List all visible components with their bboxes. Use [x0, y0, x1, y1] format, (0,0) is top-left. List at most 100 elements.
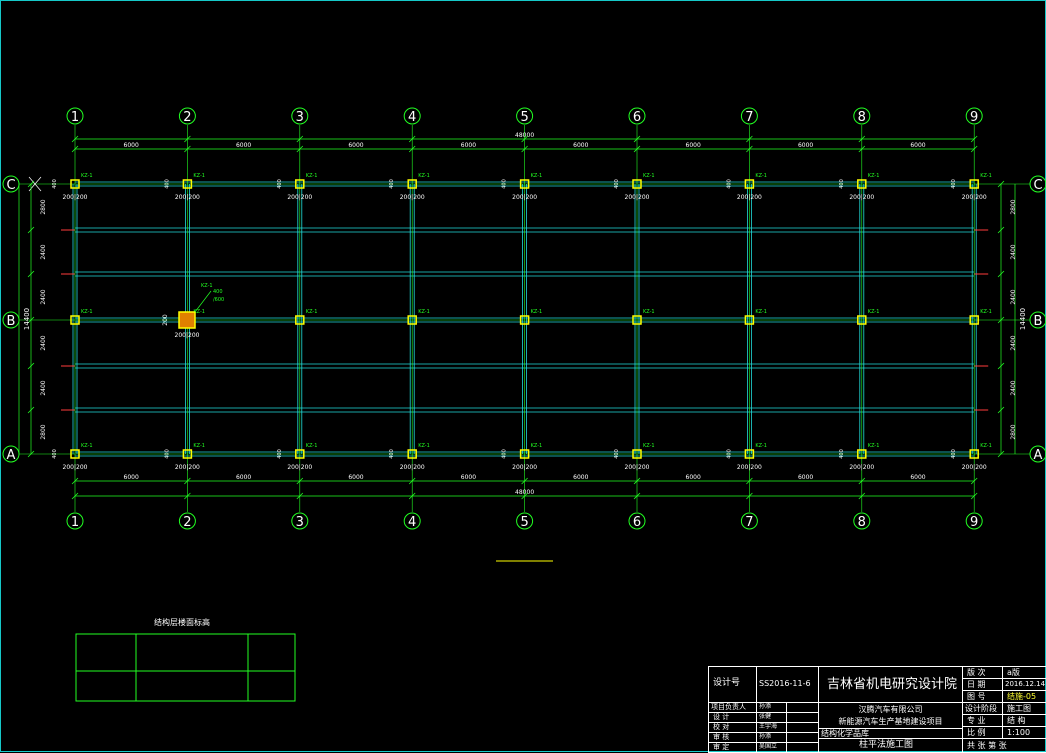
dim-span: 6000: [461, 142, 476, 149]
detail-size-h: 200|200: [175, 332, 200, 339]
dim-tick: [521, 477, 528, 485]
column-kz1: [70, 315, 80, 325]
dim-tick: [296, 135, 304, 143]
dim-tick: [521, 135, 528, 143]
dim-span: 6000: [348, 474, 363, 481]
axis-number: 9: [970, 110, 978, 125]
dim-tick: [858, 145, 866, 153]
axis-bubble: [516, 107, 534, 125]
dim-tick: [997, 316, 1005, 324]
scale-label: 比 例: [963, 727, 1003, 739]
axis-number: 8: [858, 515, 866, 530]
column-label: KZ-1: [980, 309, 992, 315]
dim-tick: [27, 180, 35, 188]
column-label: KZ-1: [980, 173, 992, 179]
column-label: KZ-1: [306, 309, 318, 315]
column-offset: 200|200: [400, 194, 425, 201]
dim-total: 48000: [515, 132, 534, 139]
column-section: 400: [277, 449, 283, 459]
detail-leader: [194, 290, 212, 313]
drawing-title: 柱平法施工图: [819, 739, 963, 752]
column-kz1: [857, 315, 867, 325]
role-check: 校 对: [709, 723, 757, 733]
column-kz1: [744, 449, 755, 459]
axis-bubble: [1029, 311, 1046, 329]
title-block: 设计号 SS2016-11-6 吉林省机电研究设计院 版 次 a版 日 期 20…: [708, 666, 1046, 753]
dim-tick: [997, 362, 1005, 370]
signature-4: [787, 733, 819, 743]
column-section: 400: [52, 449, 58, 459]
institute-name: 吉林省机电研究设计院: [819, 667, 963, 703]
elevation-table-title: 结构层楼面标高: [154, 617, 210, 627]
dim-tick: [970, 477, 978, 485]
dim-tick: [27, 450, 35, 458]
dim-span: 6000: [686, 474, 701, 481]
axis-bubble: [740, 107, 758, 125]
column-offset: 200|200: [175, 464, 200, 471]
column-offset: 200|200: [175, 194, 200, 201]
column-offset: 200|200: [63, 194, 88, 201]
column-section: 400: [389, 449, 395, 459]
axis-number: 7: [745, 110, 753, 125]
column-section: 400: [726, 449, 732, 459]
dim-span: 6000: [236, 142, 251, 149]
axis-number: 6: [633, 110, 641, 125]
signer-project-lead: 孙添: [757, 703, 787, 713]
column-kz1: [969, 449, 979, 459]
signer-approve: 吴国立: [757, 743, 787, 752]
dim-tick: [184, 477, 191, 485]
dim-bay: 2400: [1010, 244, 1017, 259]
dim-tick: [746, 492, 753, 500]
design-no: SS2016-11-6: [757, 667, 819, 703]
column-label: KZ-1: [193, 173, 205, 179]
column-label: KZ-1: [531, 173, 543, 179]
dim-tick: [27, 226, 35, 234]
dim-tick: [71, 135, 79, 143]
column-label: KZ-1: [81, 309, 93, 315]
column-label: KZ-1: [868, 443, 880, 449]
column-label: KZ-1: [755, 443, 767, 449]
axis-bubble: [1029, 445, 1046, 463]
column-kz1: [969, 315, 979, 325]
column-offset: 200|200: [287, 464, 312, 471]
dim-tick: [858, 477, 866, 485]
dim-bay: 2800: [40, 199, 47, 214]
dim-bay: 2800: [40, 424, 47, 439]
dim-tick: [71, 477, 79, 485]
dim-tick: [27, 406, 35, 414]
column-kz1: [182, 449, 193, 459]
column-kz1: [632, 449, 642, 459]
axis-bubble: [291, 512, 309, 530]
column-kz1: [857, 179, 867, 189]
dim-tick: [408, 477, 416, 485]
column-kz1: [70, 179, 80, 189]
signer-design: 张健: [757, 713, 787, 723]
dim-tick: [408, 492, 416, 500]
dim-tick: [184, 492, 191, 500]
column-label: KZ-1: [193, 443, 205, 449]
column-offset: 200|200: [625, 194, 650, 201]
axis-letter: B: [1034, 314, 1043, 329]
axis-number: 2: [183, 110, 191, 125]
role-project-lead: 项目负责人: [709, 703, 757, 713]
signature-3: [787, 723, 819, 733]
dim-span: 6000: [461, 474, 476, 481]
dim-span: 6000: [910, 474, 925, 481]
date-label: 日 期: [963, 679, 1003, 691]
dim-tick: [296, 477, 304, 485]
axis-number: 2: [183, 515, 191, 530]
dim-total: 48000: [515, 489, 534, 496]
dim-tick: [521, 492, 528, 500]
discipline-label: 专 业: [963, 715, 1003, 727]
dim-tick: [970, 135, 978, 143]
role-review: 审 核: [709, 733, 757, 743]
axis-bubble: [178, 107, 196, 125]
stage-value: 施工图: [1003, 703, 1046, 715]
dim-span: 6000: [236, 474, 251, 481]
axis-letter: A: [7, 448, 16, 463]
column-kz1: [744, 315, 755, 325]
design-no-label: 设计号: [709, 667, 757, 703]
column-label: KZ-1: [306, 443, 318, 449]
date-value: 2016.12.14: [1003, 679, 1046, 691]
